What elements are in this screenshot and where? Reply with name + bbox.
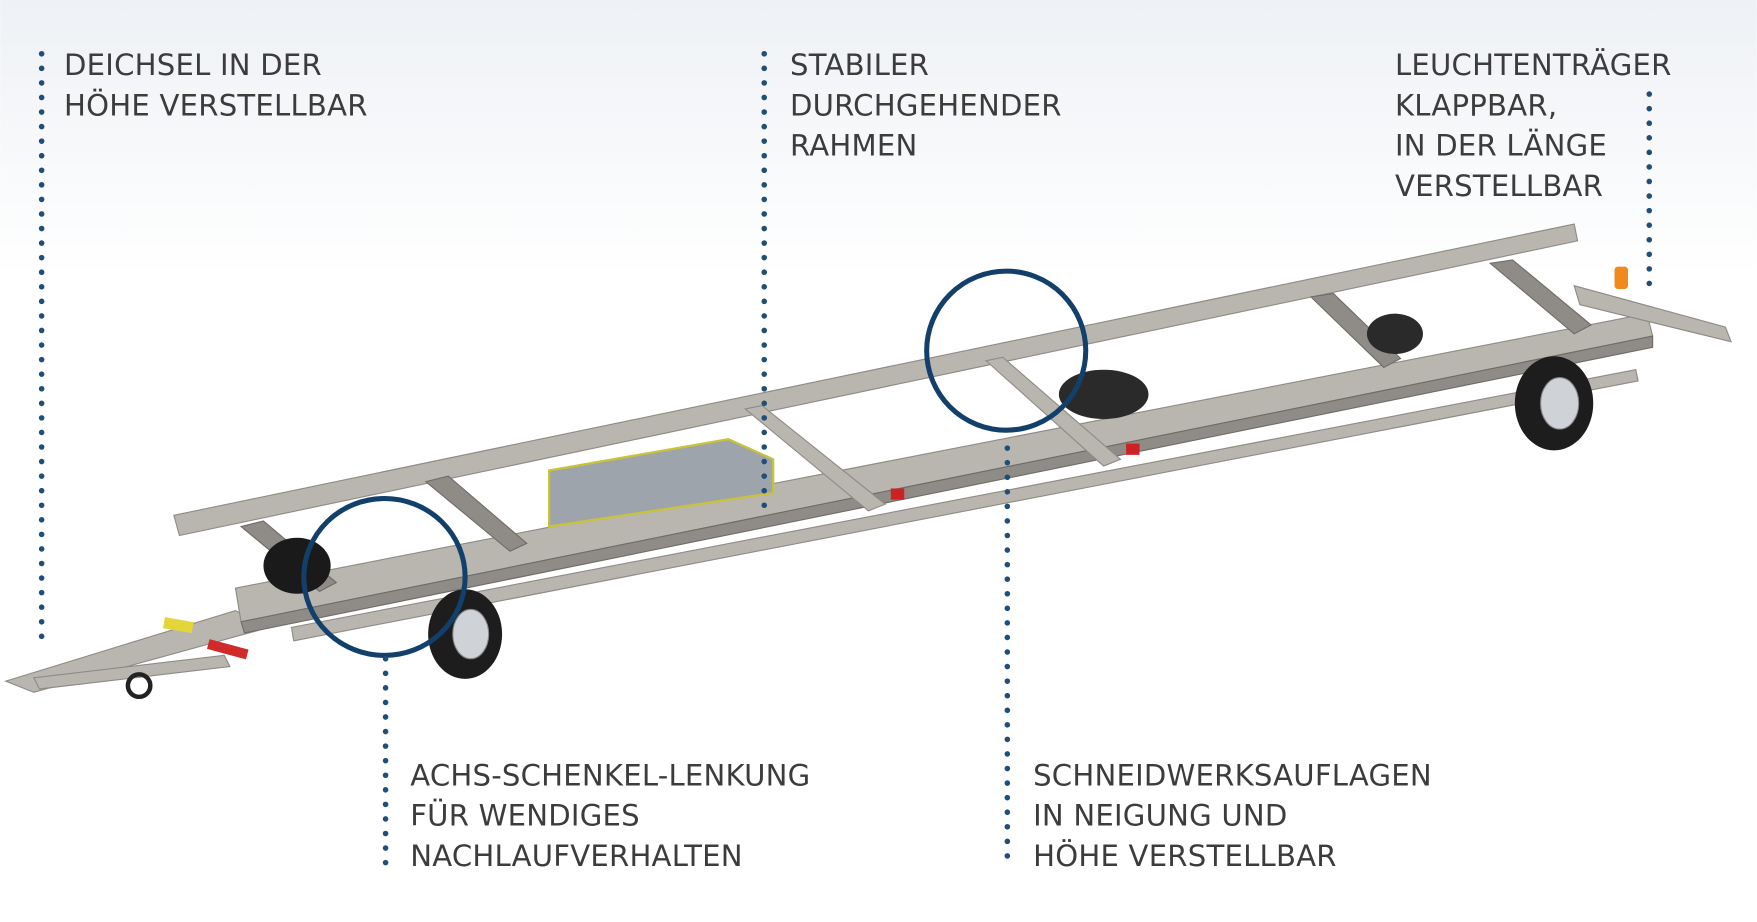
label-drawbar: DEICHSEL IN DER HÖHE VERSTELLBAR (64, 48, 368, 122)
hydraulic-cylinder-red (206, 639, 249, 660)
jockey-wheel (125, 672, 153, 700)
front-wheel (428, 589, 503, 679)
steering-highlight-ring (301, 496, 468, 658)
hydraulic-cylinder-yellow (163, 617, 194, 634)
support-highlight-ring (924, 268, 1089, 433)
trailer-illustration (4, 223, 1732, 700)
light-carrier (1573, 284, 1732, 343)
label-steering: ACHS-SCHENKEL-LENKUNG FÜR WENDIGES NACHL… (410, 758, 820, 873)
label-frame: STABILER DURCHGEHENDER RAHMEN (790, 48, 1071, 163)
storage-box (548, 437, 775, 528)
beacon-light (1614, 266, 1628, 290)
top-rail (173, 223, 1579, 537)
label-header-supports: SCHNEIDWERKSAUFLAGEN IN NEIGUNG UND HÖHE… (1033, 758, 1441, 873)
rear-wheel (1514, 356, 1594, 451)
label-light-carrier: LEUCHTENTRÄGER KLAPPBAR, IN DER LÄNGE VE… (1395, 48, 1681, 203)
